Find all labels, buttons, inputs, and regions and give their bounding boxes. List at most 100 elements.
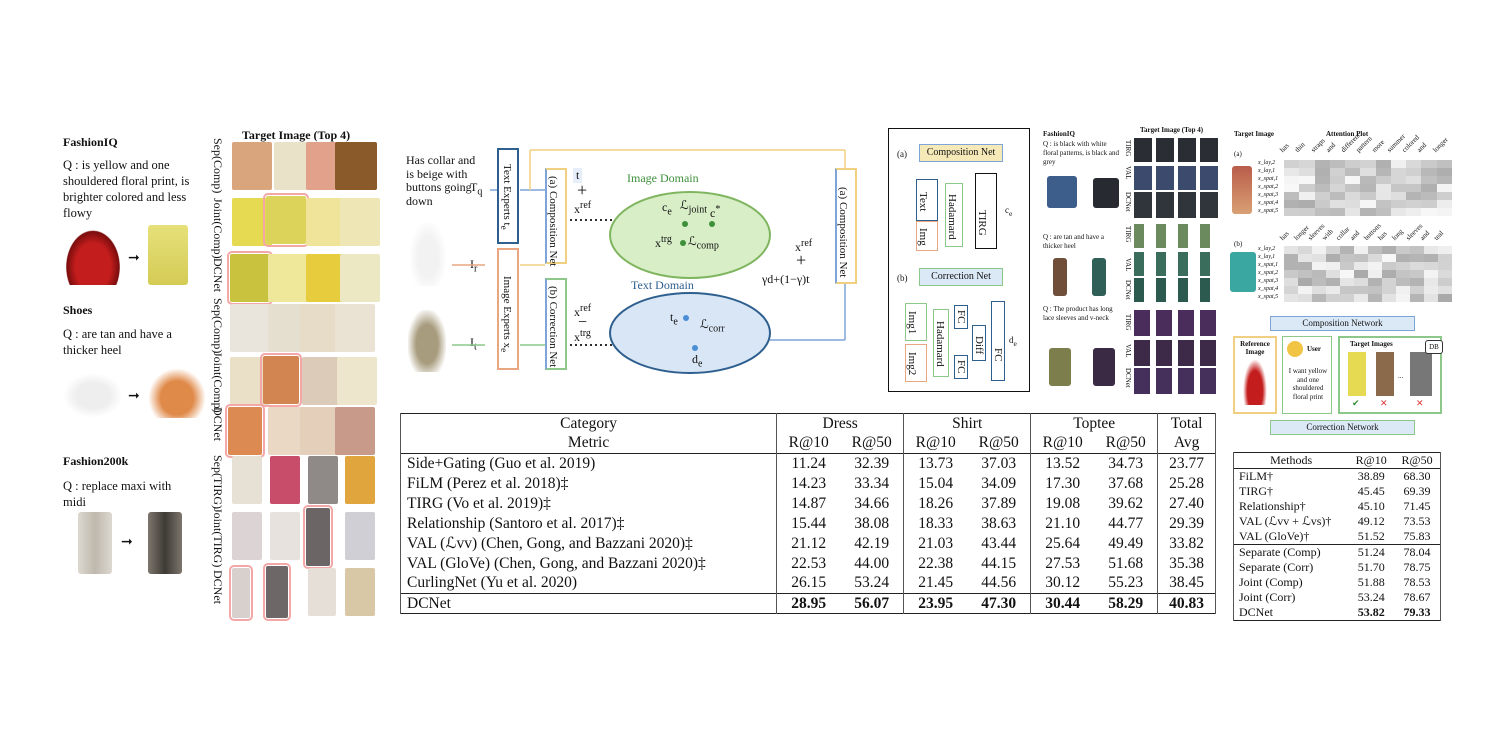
fiq-q2: Q : are tan and have a thicker heel [1043, 233, 1105, 250]
attn-cell [1340, 270, 1354, 278]
attn-cell [1382, 270, 1396, 278]
subnet-a-label: (a) [897, 149, 907, 159]
table-cell: 21.12 [791, 534, 827, 552]
te-sub: e [673, 316, 678, 328]
attn-cell [1329, 208, 1346, 216]
text-box-label: Text [917, 191, 929, 212]
attn-cell [1438, 246, 1452, 254]
attn-cell [1390, 192, 1407, 200]
attn-cell [1390, 208, 1407, 216]
attn-cell [1312, 278, 1326, 286]
thumb [340, 254, 380, 302]
attn-cell [1326, 294, 1340, 302]
attn-cell [1410, 254, 1424, 262]
attn-cell [1382, 286, 1396, 294]
text-experts-text: Text Experts t [501, 164, 514, 226]
attn-cell [1421, 176, 1437, 184]
table2-cell-method: VAL (GloVe)† [1233, 529, 1349, 545]
attn-cell [1375, 192, 1391, 200]
correction-net-box: (b) Correction Net [545, 278, 567, 370]
user-emoji-icon [1287, 341, 1303, 357]
xtrg-label: xtrg [574, 328, 591, 345]
arrow-icon: ➞ [121, 535, 133, 550]
table-cell: 26.15 [791, 574, 827, 592]
attn-word: has [1278, 141, 1291, 154]
ce-star-label: c* [710, 204, 721, 220]
table-cell: 13.73 [903, 453, 968, 474]
attn-cell [1410, 270, 1424, 278]
attn-cell [1354, 270, 1368, 278]
thumb [335, 407, 375, 455]
thumb [335, 142, 377, 190]
img1-box: Img1 [905, 303, 927, 341]
ce-star-text: c [710, 206, 716, 220]
attn-cell [1299, 176, 1315, 184]
attn-cell [1340, 278, 1354, 286]
attn-cell [1436, 208, 1452, 216]
attn-cell [1390, 160, 1407, 168]
attn-cell [1326, 270, 1340, 278]
target-images-label: Target Images [1350, 340, 1393, 348]
l-corr-label: ℒcorr [700, 317, 725, 334]
fc1-label: FC [955, 310, 967, 324]
subnet-ce-sub: e [1009, 208, 1013, 218]
thumb [232, 142, 272, 190]
fiq-row-label: DCNet [1124, 280, 1132, 300]
table-cell: 21.45 [903, 573, 968, 594]
table-header: Dress [822, 414, 858, 432]
attn-cell [1329, 168, 1346, 176]
attn-row-label: x_lay,1 [1258, 168, 1276, 174]
thumb [345, 512, 375, 560]
table-row: Relationship (Santoro et al. 2017)‡15.44… [399, 513, 1216, 534]
table-cell: 22.53 [791, 554, 827, 572]
subnet-de-label: de [1009, 335, 1017, 348]
img2-box: Img2 [905, 344, 927, 382]
fiq-q1: Q : is black with white floral patterns,… [1043, 140, 1120, 166]
attn-cell [1298, 262, 1312, 270]
attn-row-label: x_lay,2 [1258, 160, 1276, 166]
fiq-thumb-row [1134, 138, 1220, 162]
attn-cell [1368, 270, 1382, 278]
table-cell: 14.23 [791, 474, 827, 492]
xref2-sup: ref [580, 303, 592, 314]
attn-cell [1424, 246, 1438, 254]
diff-label: Diff [973, 335, 985, 355]
plus-sign: + [577, 180, 588, 200]
attn-cell [1314, 176, 1330, 184]
attn-cell [1326, 254, 1340, 262]
table-cell: 37.03 [981, 454, 1017, 472]
thumb [232, 512, 262, 560]
it-sub: t [474, 341, 477, 353]
attn-row-label: x_lay,2 [1258, 246, 1276, 252]
table-cell: 23.77 [1157, 453, 1216, 474]
table-cell: 47.30 [981, 594, 1017, 612]
xref-text: x [574, 202, 580, 216]
table2-cell: 75.83 [1394, 529, 1442, 545]
table-header: Metric [399, 433, 778, 454]
attn-cell [1424, 270, 1438, 278]
ir-sub: r [474, 263, 478, 275]
attn-cell [1284, 294, 1298, 302]
table-cell: 42.19 [854, 534, 890, 552]
attn-cell [1424, 294, 1438, 302]
l-comp-text: ℒ [688, 234, 697, 248]
de-label: de [692, 352, 702, 369]
thumb [306, 254, 346, 302]
table2-cell: 51.24 [1357, 545, 1385, 559]
tq-text: T [470, 180, 478, 194]
fiq-thumb-row [1134, 310, 1220, 336]
table-cell: 37.68 [1108, 474, 1144, 492]
fiq-row-label: VAL [1124, 166, 1132, 180]
de-point [692, 345, 698, 351]
attn-a-heatmap [1284, 160, 1452, 216]
attn-cell [1396, 246, 1410, 254]
table2-cell: 51.88 [1357, 575, 1385, 589]
shoes-query: Q : are tan and have a thicker heel [63, 327, 172, 357]
attn-cell [1345, 160, 1361, 168]
image-experts-label: Image Experts xe [499, 250, 513, 368]
thumb-highlighted [225, 404, 265, 458]
reference-image-label: Reference Image [1240, 340, 1270, 356]
